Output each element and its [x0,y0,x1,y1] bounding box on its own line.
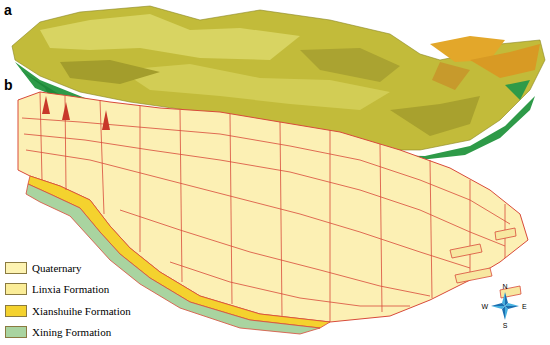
legend-swatch [5,283,27,295]
legend-swatch [5,326,27,338]
compass-letter: S [503,322,508,329]
panel-letter: a [4,3,12,17]
legend-swatch [5,262,27,274]
legend-text: Linxia Formation [32,284,109,295]
compass-letter: N [502,283,507,290]
legend-swatch [5,305,27,317]
legend-text: Xianshuihe Formation [32,306,131,317]
panel-letter: b [4,78,13,92]
legend-text: Xining Formation [32,327,111,338]
legend-text: Quaternary [32,263,81,274]
compass-letter: E [522,303,527,310]
compass-letter: W [481,303,488,310]
